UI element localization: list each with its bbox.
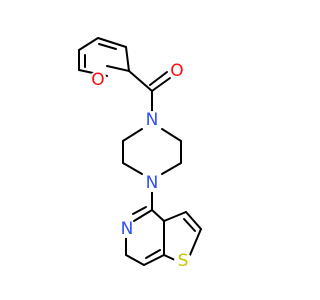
bond — [151, 77, 171, 92]
label-background — [143, 111, 161, 129]
bond — [161, 128, 182, 142]
bond — [125, 46, 130, 72]
bond — [183, 218, 196, 232]
bond — [143, 254, 165, 266]
bond — [97, 37, 127, 48]
bond — [163, 211, 187, 222]
label-background — [143, 174, 161, 192]
furan-oxygen: O — [89, 70, 107, 90]
bond — [106, 65, 130, 72]
thiophene-sulfur-label: S — [178, 251, 189, 271]
bond — [149, 71, 168, 86]
piperazine-nitrogen-bottom-label: N — [146, 173, 159, 193]
bond — [151, 209, 165, 222]
piperazine-nitrogen-bottom: N — [143, 173, 161, 193]
carbonyl-group — [149, 71, 171, 114]
bond — [122, 128, 143, 142]
label-background — [174, 252, 192, 270]
bond — [189, 228, 202, 256]
bond — [185, 211, 202, 230]
piperazine-nitrogen-top-label: N — [146, 110, 159, 130]
piperazine-nitrogen-top: N — [143, 110, 161, 130]
bond — [125, 254, 145, 266]
thienopyridine-system — [125, 206, 202, 266]
bond — [98, 43, 117, 50]
bond — [163, 254, 176, 261]
molecule-structure: O O N N N S — [78, 37, 202, 271]
piperazine-ring — [122, 128, 182, 211]
label-background — [89, 71, 107, 89]
pyridine-nitrogen-label: N — [121, 219, 134, 239]
carbonyl-oxygen-label: O — [170, 61, 183, 81]
bond — [161, 162, 182, 175]
bond — [132, 206, 147, 215]
furan-oxygen-label: O — [91, 70, 104, 90]
bond — [122, 162, 143, 175]
pyridine-nitrogen: N — [118, 219, 136, 239]
label-background — [168, 62, 186, 80]
carbonyl-oxygen: O — [168, 61, 186, 81]
bond — [145, 249, 161, 259]
thiophene-sulfur: S — [174, 251, 192, 271]
bond — [133, 209, 153, 222]
label-background — [118, 220, 136, 238]
atom-labels: O O N N N S — [89, 61, 192, 271]
bond — [78, 37, 99, 51]
bond — [128, 70, 153, 92]
